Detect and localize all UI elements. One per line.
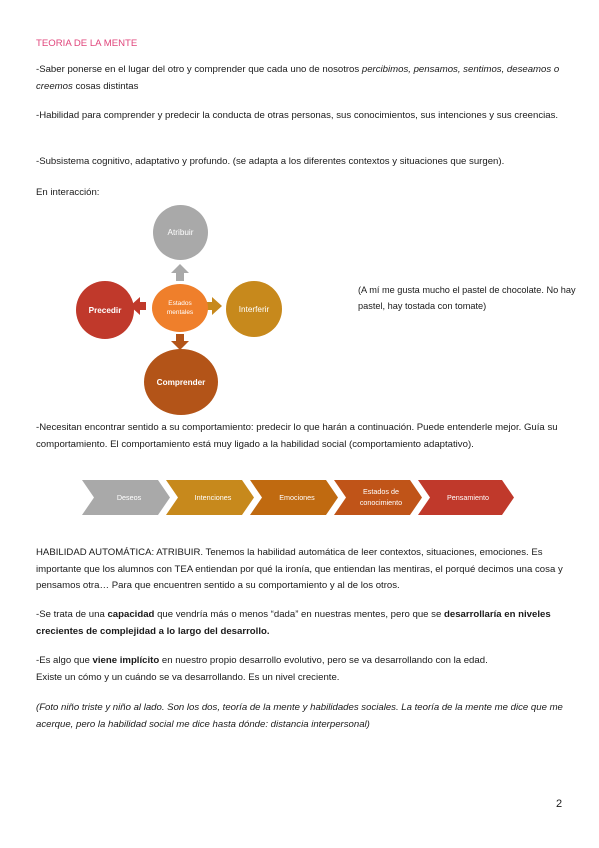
chevron-label-4b: conocimiento — [360, 498, 402, 507]
definition-text-a: -Saber ponerse en el lugar del otro y co… — [36, 64, 362, 75]
chevron-step-1 — [82, 480, 170, 515]
implicit-text-c: en nuestro propio desarrollo evolutivo, … — [159, 655, 488, 666]
paragraph-capacity: -Se trata de una capacidad que vendría m… — [36, 607, 566, 640]
implicit-text-a: -Es algo que — [36, 655, 93, 666]
chevron-label-1: Deseos — [117, 493, 142, 502]
definition-verbs: percibimos, pensamos, sentimos, deseamos… — [36, 64, 560, 92]
arrow-down-icon — [171, 334, 189, 350]
paragraph-photo-note: (Foto niño triste y niño al lado. Son lo… — [36, 702, 563, 730]
paragraph-ability: -Habilidad para comprender y predecir la… — [36, 110, 559, 121]
paragraph-definition: -Saber ponerse en el lugar del otro y co… — [36, 62, 566, 95]
implicit-text-d: Existe un cómo y un cuándo se va desarro… — [36, 671, 340, 683]
node-estados-mentales: Estados mentales — [152, 284, 208, 332]
capacity-bold-2: desarrollaría en niveles crecientes de c… — [36, 609, 551, 637]
paragraph-automatic: HABILIDAD AUTOMÁTICA: ATRIBUIR. Tenemos … — [36, 547, 563, 591]
node-interferir: Interferir — [226, 281, 282, 337]
chevron-step-4 — [334, 480, 422, 515]
node-atribuir: Atribuir — [153, 205, 208, 260]
chevron-step-5 — [418, 480, 514, 515]
chevron-label-4a: Estados de — [363, 487, 399, 496]
chevron-step-2 — [166, 480, 254, 515]
implicit-bold: viene implícito — [92, 655, 160, 666]
capacity-text-c: que vendría más o menos “dada” en nuestr… — [154, 609, 444, 620]
chevron-label-5: Pensamiento — [447, 493, 489, 502]
capacity-bold: capacidad — [107, 609, 155, 620]
capacity-text-a: -Se trata de una — [36, 609, 108, 620]
page-title: TEORIA DE LA MENTE — [36, 38, 138, 49]
paragraph-interaction: En interacción: — [36, 187, 100, 198]
chevron-label-2: Intenciones — [195, 493, 232, 502]
side-note: (A mí me gusta mucho el pastel de chocol… — [358, 285, 576, 311]
paragraph-subsystem: -Subsistema cognitivo, adaptativo y prof… — [36, 156, 505, 167]
arrow-left-icon — [130, 297, 146, 315]
definition-text-c: cosas distintas — [72, 80, 139, 92]
node-comprender: Comprender — [144, 349, 218, 415]
arrow-right-icon — [206, 297, 222, 315]
paragraph-sense: -Necesitan encontrar sentido a su compor… — [36, 422, 558, 450]
chevron-step-3 — [250, 480, 338, 515]
node-precedir: Precedir — [76, 281, 134, 339]
chevron-label-3: Emociones — [279, 493, 315, 502]
paragraph-implicit: -Es algo que viene implícito en nuestro … — [36, 653, 566, 686]
arrow-up-icon — [171, 264, 189, 281]
page-number: 2 — [556, 798, 563, 810]
